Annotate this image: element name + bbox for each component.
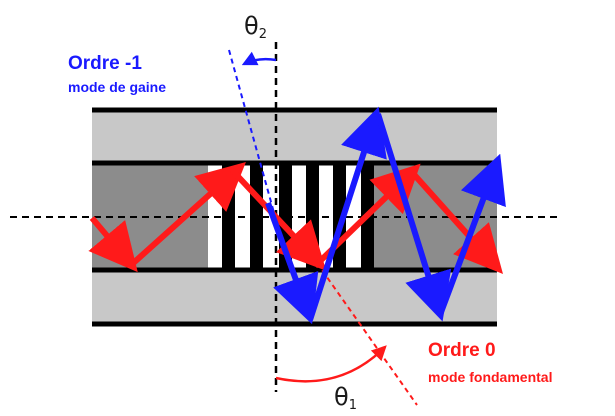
- theta1-symbol: θ: [334, 383, 349, 411]
- order-minus1-subtitle: mode de gaine: [68, 79, 167, 95]
- order-0-title: Ordre 0: [428, 340, 496, 361]
- theta1-label: θ1: [334, 385, 357, 412]
- theta2-symbol: θ: [244, 12, 259, 40]
- theta2-arc: [241, 51, 277, 66]
- cladding-ray: [265, 106, 506, 325]
- cladding-mode-direction: [228, 49, 277, 221]
- order-0-subtitle: mode fondamental: [428, 369, 553, 385]
- order-minus1-title: Ordre -1: [68, 53, 142, 74]
- fundamental-mode-direction: [316, 262, 418, 406]
- theta2-label: θ2: [244, 14, 267, 41]
- theta1-arc: [275, 345, 387, 383]
- theta1-index: 1: [348, 398, 357, 413]
- theta2-index: 2: [258, 27, 267, 42]
